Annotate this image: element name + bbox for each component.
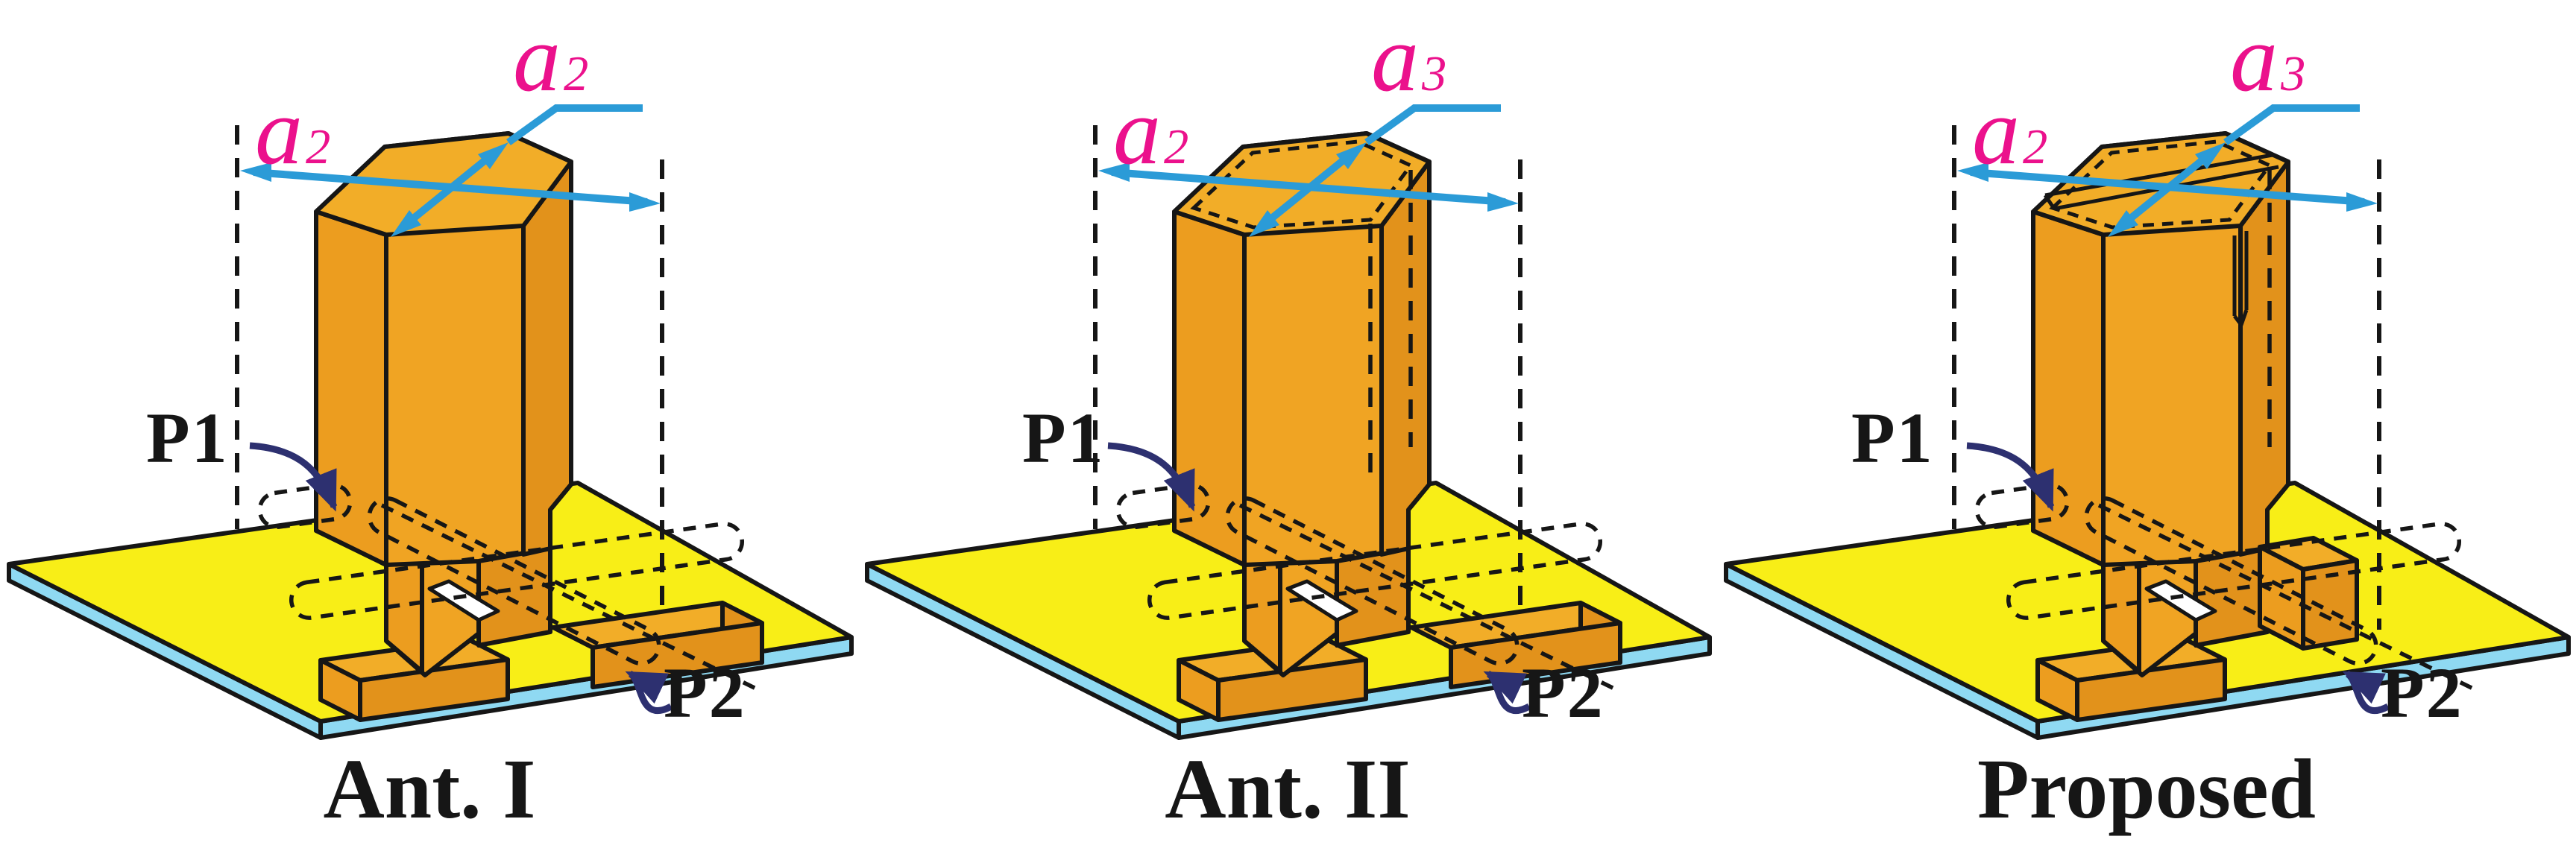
port1-label: P1 [1022,398,1105,478]
dim-label-left: a2 [255,78,331,184]
dim-label-left: a2 [1113,78,1189,184]
dim-label-top: a2 [513,5,589,111]
port2-label: P2 [2381,653,2463,733]
hidden-inner-prism-dashes [2049,139,2273,492]
panel-proposed: a3 a2 P1 P2 Proposed [1717,0,2576,857]
dim-label-top: a3 [2230,5,2306,111]
antenna-scene-3 [1717,0,2576,857]
parasitic-block [2258,536,2359,651]
port2-label: P2 [664,653,746,733]
panel-caption: Ant. II [1165,741,1411,836]
panel-ant-2: a3 a2 P1 P2 Ant. II [858,0,1717,857]
panel-ant-1: a2 a2 P1 P2 Ant. I [0,0,859,857]
antenna-scene-2 [858,0,1717,857]
dim-label-left: a2 [1972,78,2048,184]
panel-caption: Ant. I [323,741,536,836]
port1-label: P1 [146,398,229,478]
panel-caption: Proposed [1977,741,2316,836]
port1-label: P1 [1851,398,1934,478]
port2-label: P2 [1522,653,1605,733]
dim-label-top: a3 [1371,5,1447,111]
hidden-inner-prism-dashes [1190,139,1414,481]
